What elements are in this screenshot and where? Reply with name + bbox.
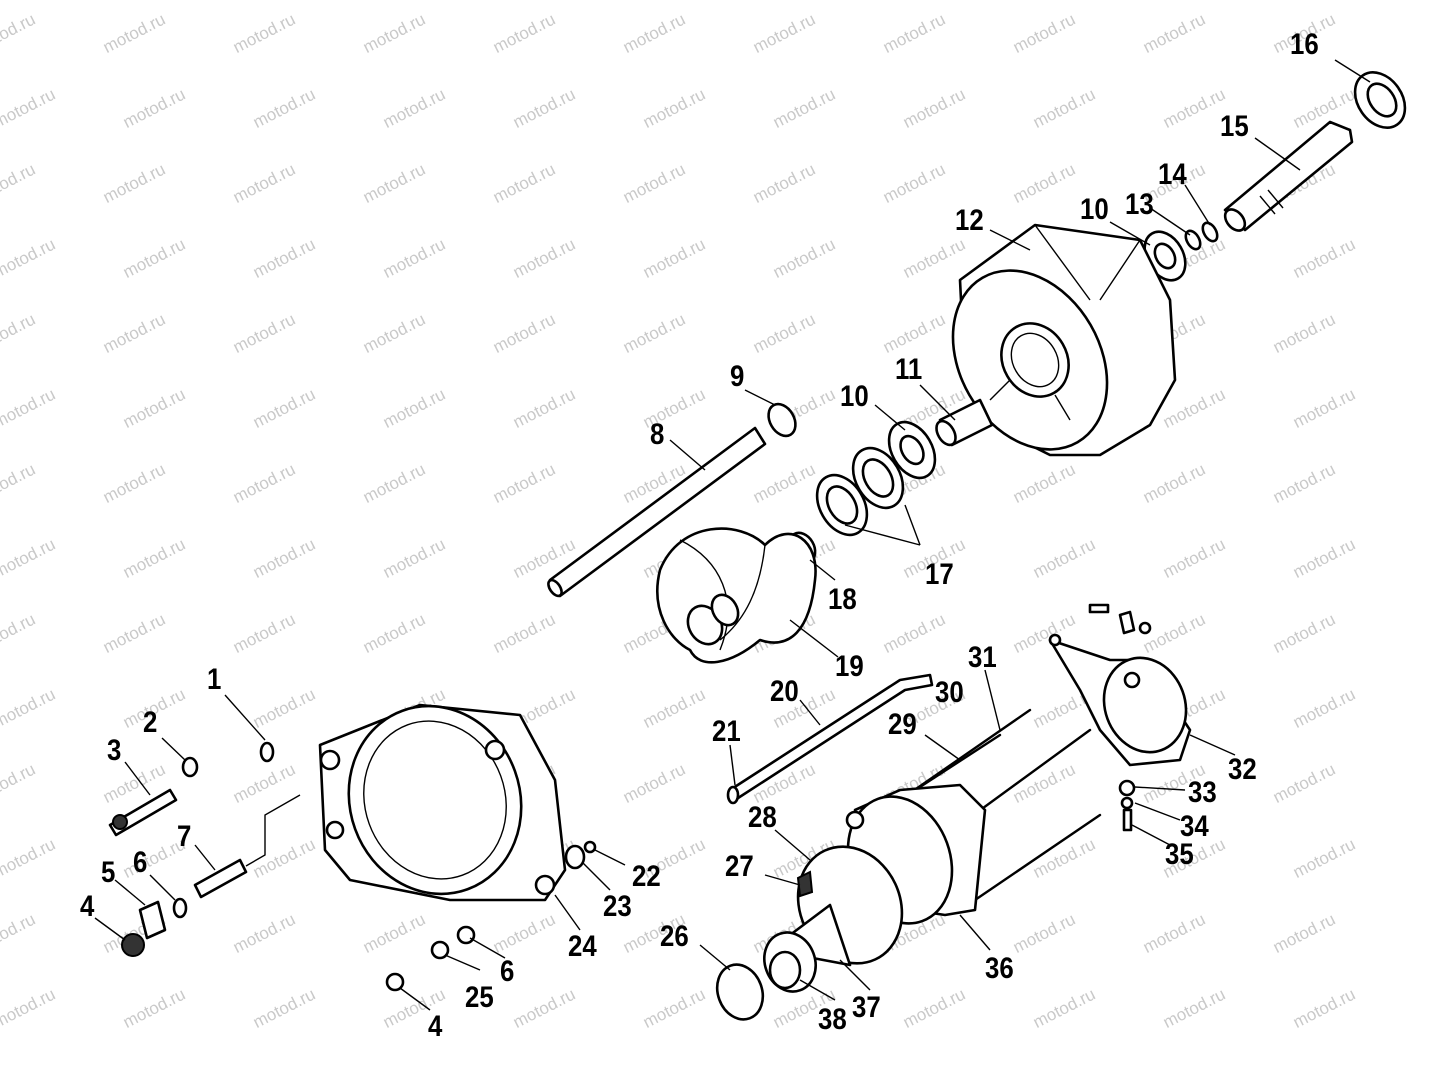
part-15-shaft — [1223, 120, 1354, 232]
callout-21: 21 — [712, 715, 741, 748]
part-35-bolt — [1122, 808, 1133, 832]
part-6-washer — [172, 897, 188, 919]
part-2-washer — [181, 756, 199, 778]
part-8-drive-shaft — [547, 426, 767, 598]
part-20-rod — [726, 673, 934, 805]
part-4-nut — [121, 933, 145, 957]
callout-37: 37 — [852, 991, 881, 1024]
part-14-ring — [1201, 221, 1219, 243]
part-6-washer-bottom — [456, 925, 476, 945]
callout-36: 36 — [985, 952, 1014, 985]
part-38-nozzle — [768, 950, 802, 990]
callout-10-upper: 10 — [1080, 193, 1109, 226]
callout-17: 17 — [925, 558, 954, 591]
part-7-stud — [193, 858, 248, 899]
callout-26: 26 — [660, 920, 689, 953]
callout-5: 5 — [101, 856, 116, 889]
callout-4-bottom: 4 — [428, 1010, 443, 1043]
callout-1: 1 — [207, 663, 222, 696]
part-33-washer — [1118, 779, 1136, 797]
part-10-bearing-lower — [887, 420, 937, 480]
part-27-clamp — [796, 870, 814, 898]
callout-9: 9 — [730, 360, 745, 393]
part-32-pin — [1088, 603, 1110, 614]
part-16-seal — [1353, 71, 1407, 129]
part-5-plate — [138, 900, 167, 940]
callout-28: 28 — [748, 801, 777, 834]
callout-25: 25 — [465, 981, 494, 1014]
part-24-wear-ring-housing — [318, 703, 567, 902]
part-26-ring — [715, 963, 765, 1021]
callout-22: 22 — [632, 860, 661, 893]
callout-34: 34 — [1180, 810, 1209, 843]
part-23-bushing — [564, 844, 586, 870]
part-31-bolt — [898, 708, 1032, 802]
callout-4-left: 4 — [80, 890, 95, 923]
callout-38: 38 — [818, 1003, 847, 1036]
callout-10-lower: 10 — [840, 380, 869, 413]
part-22-nut — [583, 840, 597, 854]
callout-6-left: 6 — [133, 846, 148, 879]
callout-15: 15 — [1220, 110, 1249, 143]
callout-30: 30 — [935, 676, 964, 709]
callout-20: 20 — [770, 675, 799, 708]
part-4-nut-bottom — [385, 972, 405, 992]
callout-19: 19 — [835, 650, 864, 683]
callout-7: 7 — [177, 820, 192, 853]
leader-lines — [94, 59, 1371, 1011]
callout-23: 23 — [603, 890, 632, 923]
callout-13: 13 — [1125, 188, 1154, 221]
part-1-oring — [259, 741, 275, 763]
callout-32: 32 — [1228, 753, 1257, 786]
callout-24: 24 — [568, 930, 597, 963]
callout-35: 35 — [1165, 838, 1194, 871]
callout-12: 12 — [955, 204, 984, 237]
callout-3: 3 — [107, 734, 122, 767]
part-9-ring — [767, 402, 797, 438]
callout-11: 11 — [895, 353, 923, 386]
part-12-pump-housing — [951, 223, 1177, 457]
part-34-spacer — [1120, 796, 1134, 810]
callout-8: 8 — [650, 418, 665, 451]
part-32-steering-nozzle — [1048, 633, 1192, 767]
callout-33: 33 — [1188, 776, 1217, 809]
callout-16: 16 — [1290, 28, 1319, 61]
part-32-clip — [1118, 610, 1136, 635]
callout-27: 27 — [725, 850, 754, 883]
callout-2: 2 — [143, 706, 158, 739]
part-25-washer — [430, 940, 450, 960]
part-19-impeller — [656, 527, 817, 664]
part-32-bushing — [1138, 621, 1152, 635]
part-11-sleeve — [935, 398, 994, 447]
callout-14: 14 — [1158, 158, 1187, 191]
callout-31: 31 — [968, 641, 997, 674]
callout-18: 18 — [828, 583, 857, 616]
callout-29: 29 — [888, 708, 917, 741]
callout-6-bottom: 6 — [500, 955, 515, 988]
part-17-seals — [815, 446, 905, 537]
part-3-fitting — [108, 788, 178, 837]
